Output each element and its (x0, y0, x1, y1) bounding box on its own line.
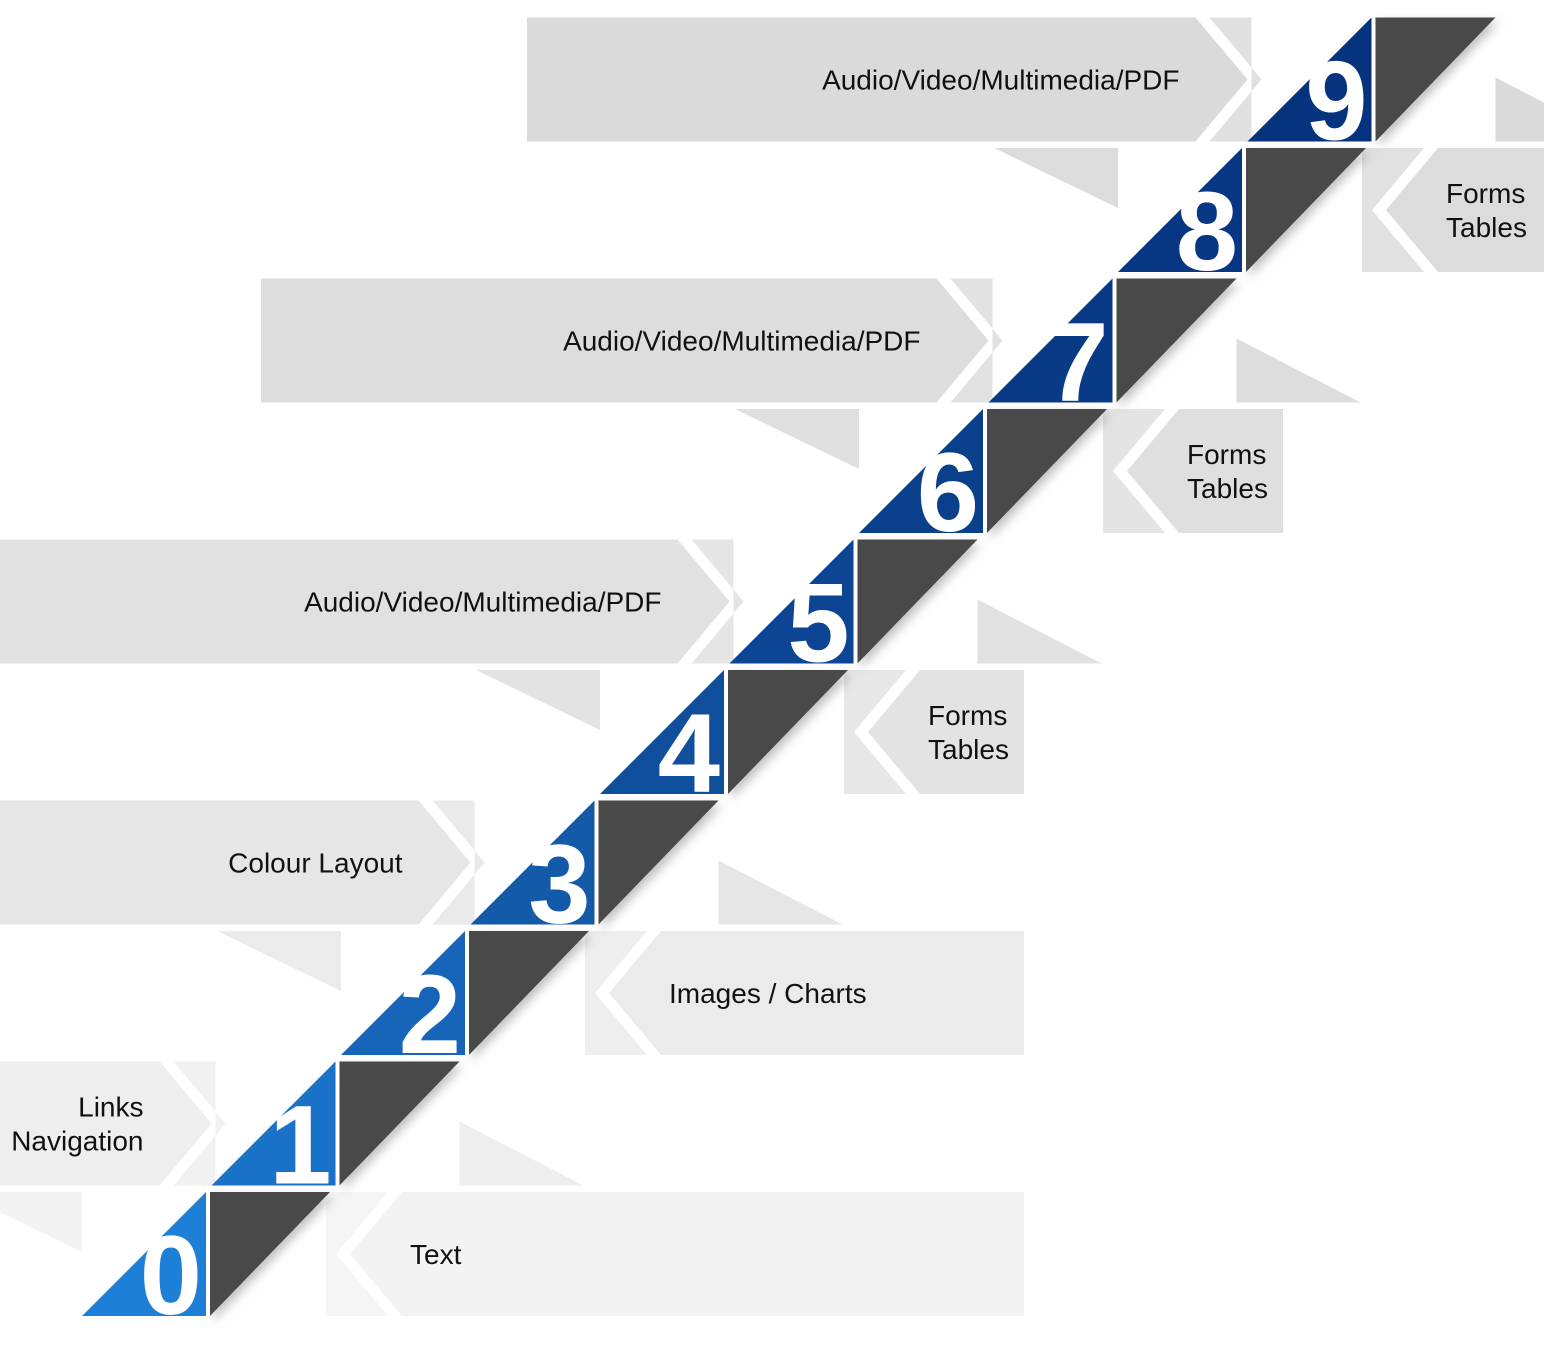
step-dark-triangle-9 (1375, 17, 1496, 142)
step-dark-triangle-2 (469, 931, 589, 1055)
step-label-1-line-0: Links (78, 1092, 143, 1123)
step-right-wedge-1 (459, 1121, 584, 1186)
step-number-0: 0 (140, 1213, 202, 1338)
step-label-1-line-1: Navigation (11, 1126, 143, 1157)
step-blue-triangle-1 (211, 1061, 336, 1186)
step-dark-triangle-4 (728, 670, 848, 794)
step-number-7: 7 (1046, 300, 1108, 425)
step-blue-triangle-0 (82, 1192, 206, 1316)
step-band-0 (350, 1192, 1024, 1316)
step-blue-triangle-6 (859, 409, 983, 533)
step-chevron-4 (844, 670, 906, 794)
step-label-2-line-0: Images / Charts (669, 978, 867, 1009)
step-label-4-line-0: Forms (928, 700, 1007, 731)
step-chevron-9 (1209, 17, 1262, 142)
step-band-4 (868, 670, 1024, 794)
step-dark-triangle-7 (1116, 278, 1237, 403)
step-label-8-line-0: Forms (1446, 178, 1525, 209)
step-blue-triangle-4 (600, 670, 724, 794)
step-band-1 (0, 1061, 212, 1186)
step-chevron-0 (326, 1192, 388, 1316)
step-label-6-line-1: Tables (1187, 473, 1268, 504)
step-label-0-line-0: Text (410, 1239, 462, 1270)
step-band-8 (1386, 148, 1544, 272)
step-band-2 (609, 931, 1024, 1055)
step-chevron-3 (432, 800, 485, 925)
step-number-5: 5 (787, 561, 849, 686)
step-blue-triangle-7 (988, 278, 1113, 403)
step-blue-triangle-3 (470, 800, 595, 925)
step-dark-triangle-6 (987, 409, 1107, 533)
step-chevron-6 (1103, 409, 1165, 533)
step-right-wedge-5 (977, 599, 1102, 664)
step-label-4-line-1: Tables (928, 734, 1009, 765)
step-dark-triangle-5 (857, 539, 978, 664)
step-band-9 (527, 17, 1248, 142)
step-number-8: 8 (1176, 169, 1238, 294)
step-dark-triangle-8 (1246, 148, 1366, 272)
step-blue-triangle-9 (1247, 17, 1372, 142)
step-left-wedge-8 (994, 148, 1118, 208)
step-band-3 (0, 800, 471, 925)
step-chevron-2 (585, 931, 647, 1055)
step-left-wedge-4 (476, 670, 600, 730)
step-dark-triangle-1 (339, 1061, 460, 1186)
step-number-6: 6 (917, 430, 979, 555)
step-dark-triangle-3 (598, 800, 719, 925)
step-chevron-7 (950, 278, 1003, 403)
step-right-wedge-3 (718, 860, 843, 925)
step-chevron-5 (691, 539, 744, 664)
step-left-wedge-2 (217, 931, 341, 991)
step-chevron-8 (1362, 148, 1424, 272)
step-left-wedge-0 (0, 1192, 82, 1252)
step-dark-triangle-0 (210, 1192, 330, 1316)
step-blue-triangle-8 (1118, 148, 1242, 272)
step-band-5 (0, 539, 730, 664)
step-label-7-line-0: Audio/Video/Multimedia/PDF (563, 326, 920, 357)
step-label-8-line-1: Tables (1446, 212, 1527, 243)
step-number-2: 2 (399, 952, 461, 1077)
step-band-6 (1127, 409, 1283, 533)
step-blue-triangle-5 (729, 539, 854, 664)
step-number-4: 4 (658, 691, 720, 816)
step-label-6-line-0: Forms (1187, 439, 1266, 470)
step-left-wedge-6 (735, 409, 859, 469)
step-right-wedge-9 (1495, 77, 1544, 142)
step-blue-triangle-2 (341, 931, 465, 1055)
step-number-3: 3 (528, 822, 590, 947)
step-right-wedge-7 (1236, 338, 1361, 403)
step-label-9-line-0: Audio/Video/Multimedia/PDF (822, 65, 1179, 96)
step-label-5-line-0: Audio/Video/Multimedia/PDF (304, 587, 661, 618)
step-band-7 (261, 278, 989, 403)
step-chevron-1 (173, 1061, 226, 1186)
step-number-9: 9 (1305, 39, 1367, 164)
step-label-3-line-0: Colour Layout (228, 848, 403, 879)
step-number-1: 1 (269, 1083, 331, 1208)
